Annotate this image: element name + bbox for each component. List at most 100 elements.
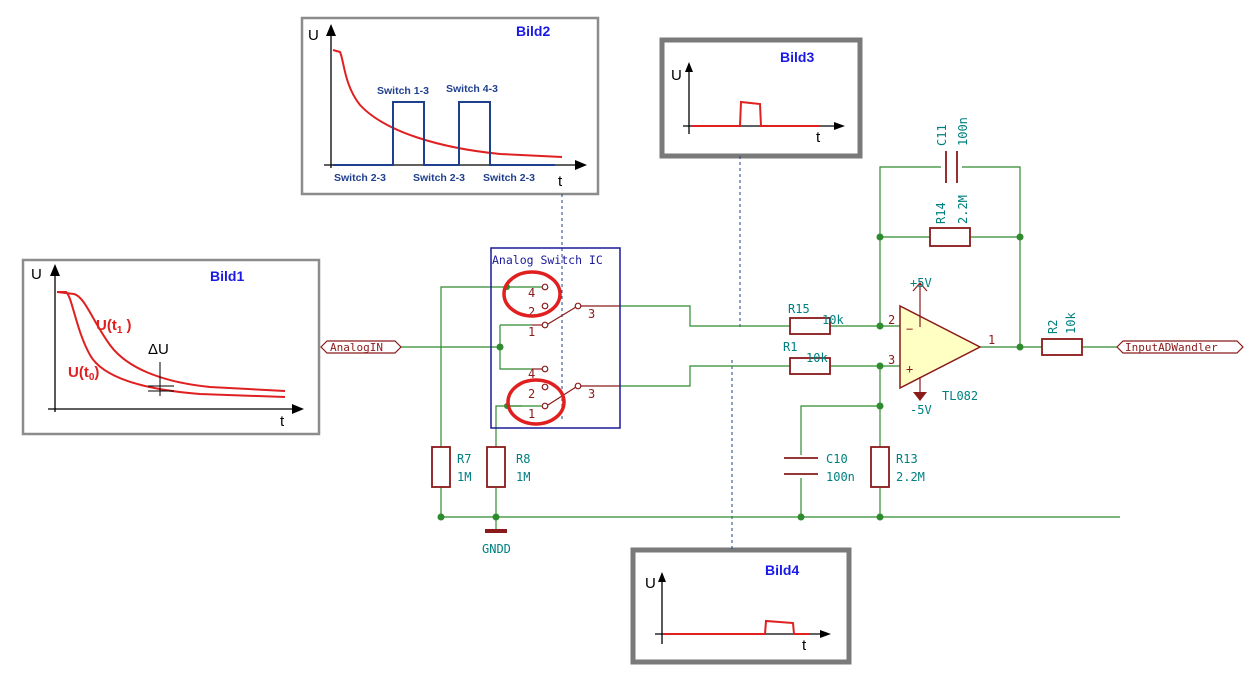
analog-switch-frame: [490, 247, 621, 429]
r14-ref: R14: [934, 202, 948, 224]
bild4-title: Bild4: [765, 562, 799, 578]
r15-ref: R15: [788, 302, 810, 316]
svg-text:AnalogIN: AnalogIN: [330, 341, 383, 354]
net-label-input-ad-wandler: InputADWandler: [1116, 340, 1244, 354]
bild4-x-arrow: [820, 630, 831, 638]
capacitor-c10: C10 100n: [784, 452, 855, 484]
bild3-x-label: t: [816, 129, 821, 146]
bild2-title: Bild2: [516, 23, 550, 39]
resistor-r14: R14 2.2M: [929, 195, 971, 247]
opamp-pin-3: 3: [888, 353, 895, 367]
bild4-curve: [664, 619, 810, 635]
switch-bottom-pin-4: 4: [528, 367, 535, 381]
bild4-y-label: U: [645, 575, 656, 592]
svg-text:InputADWandler: InputADWandler: [1125, 341, 1218, 354]
switch-top-pin-2: 2: [528, 305, 535, 319]
bild2-y-arrow: [326, 24, 336, 36]
c11-value: 100n: [956, 117, 970, 146]
opamp-tl082: − + 2 3 1 +5V -5V TL082: [888, 276, 995, 417]
highlight-circle-top: [502, 270, 562, 318]
bild2-label-switch-2-3-b: Switch 2-3: [413, 172, 465, 184]
switch-top-pin-4: 4: [528, 286, 535, 300]
bild3-frame: [659, 37, 863, 159]
r2-ref: R2: [1046, 320, 1060, 334]
r8-ref: R8: [516, 452, 530, 466]
resistor-r1: R1 10k: [783, 340, 831, 375]
resistor-r2: R2 10k: [1041, 312, 1083, 356]
bild1-frame: [21, 258, 321, 436]
ground-bar: [485, 529, 507, 533]
bild2-label-switch-2-3-a: Switch 2-3: [334, 172, 386, 184]
switch-top-pin-3: 3: [588, 307, 595, 321]
bild2-curve: [332, 49, 563, 158]
r1-value: 10k: [806, 351, 828, 365]
bild2-panel: Bild2 U t Switch 1-3 Switch 4-3 Switch 2…: [300, 16, 600, 196]
opamp-vneg-label: -5V: [910, 403, 932, 417]
bild3-curve: [691, 100, 820, 127]
highlight-circle-bottom: [506, 378, 566, 426]
bild4-frame: [630, 547, 852, 665]
c10-ref: C10: [826, 452, 848, 466]
net-label-analog-in: AnalogIN: [320, 340, 402, 354]
resistor-r15: R15 10k: [788, 302, 844, 335]
wires: [400, 166, 1123, 530]
bild3-y-label: U: [671, 67, 682, 84]
opamp-pin-2: 2: [888, 313, 895, 327]
bild2-label-switch-1-3: Switch 1-3: [377, 85, 429, 97]
r15-value: 10k: [822, 313, 844, 327]
bild1-label-t0: U(t0): [68, 364, 99, 383]
bild4-x-label: t: [802, 637, 807, 654]
bild2-frame: [300, 16, 600, 196]
capacitor-c11: C11 100n: [935, 117, 970, 183]
r7-value: 1M: [457, 470, 471, 484]
vneg-arrow: [913, 392, 927, 401]
opamp-minus-sign: −: [906, 322, 913, 336]
switch-bottom-pin-1: 1: [528, 407, 535, 421]
bild1-x-label: t: [280, 413, 285, 430]
bild1-delta-label: ΔU: [148, 341, 169, 358]
r8-value: 1M: [516, 470, 530, 484]
bild1-x-arrow: [292, 404, 304, 414]
bild3-y-arrow: [685, 62, 693, 72]
opamp-pin-1: 1: [988, 333, 995, 347]
analog-switch-ic: Analog Switch IC 4 2 1 3 4 2 1 3: [490, 247, 621, 429]
r2-value: 10k: [1064, 312, 1078, 334]
resistor-r7: R7 1M: [431, 446, 471, 488]
bild3-title: Bild3: [780, 49, 814, 65]
bild1-panel: Bild1 U t U(t1 ) U(t0) ΔU: [21, 258, 321, 436]
bild2-x-arrow: [575, 160, 587, 170]
switch-bottom-pin-2: 2: [528, 387, 535, 401]
r7-ref: R7: [457, 452, 471, 466]
r13-value: 2.2M: [896, 470, 925, 484]
switch-bottom-pin-3: 3: [588, 387, 595, 401]
resistor-r8: R8 1M: [486, 446, 530, 488]
bild1-y-label: U: [31, 266, 42, 283]
gnd-label: GNDD: [482, 542, 511, 556]
bild2-switch-pulses: [333, 101, 555, 166]
c10-value: 100n: [826, 470, 855, 484]
bild3-x-arrow: [834, 122, 845, 130]
bild2-y-label: U: [308, 27, 319, 44]
bild1-label-t1: U(t1 ): [96, 317, 132, 336]
r13-ref: R13: [896, 452, 918, 466]
bild2-label-switch-2-3-c: Switch 2-3: [483, 172, 535, 184]
c11-ref: C11: [935, 124, 949, 146]
switch-top-pin-1: 1: [528, 325, 535, 339]
bild1-y-arrow: [50, 264, 60, 276]
ground-symbol: GNDD: [482, 529, 511, 556]
bild4-panel: Bild4 U t: [630, 547, 852, 665]
bild1-title: Bild1: [210, 268, 244, 284]
resistor-r13: R13 2.2M: [870, 446, 925, 488]
bild2-x-label: t: [558, 173, 563, 190]
bild3-panel: Bild3 U t: [659, 37, 863, 159]
bild1-curve-t1: [56, 291, 286, 392]
bild4-y-arrow: [658, 572, 666, 582]
opamp-ref: TL082: [942, 389, 978, 403]
r1-ref: R1: [783, 340, 797, 354]
r14-value: 2.2M: [956, 195, 970, 224]
opamp-vpos-label: +5V: [910, 276, 932, 290]
opamp-plus-sign: +: [906, 362, 913, 376]
bild2-label-switch-4-3: Switch 4-3: [446, 83, 498, 95]
analog-switch-title: Analog Switch IC: [492, 253, 603, 267]
